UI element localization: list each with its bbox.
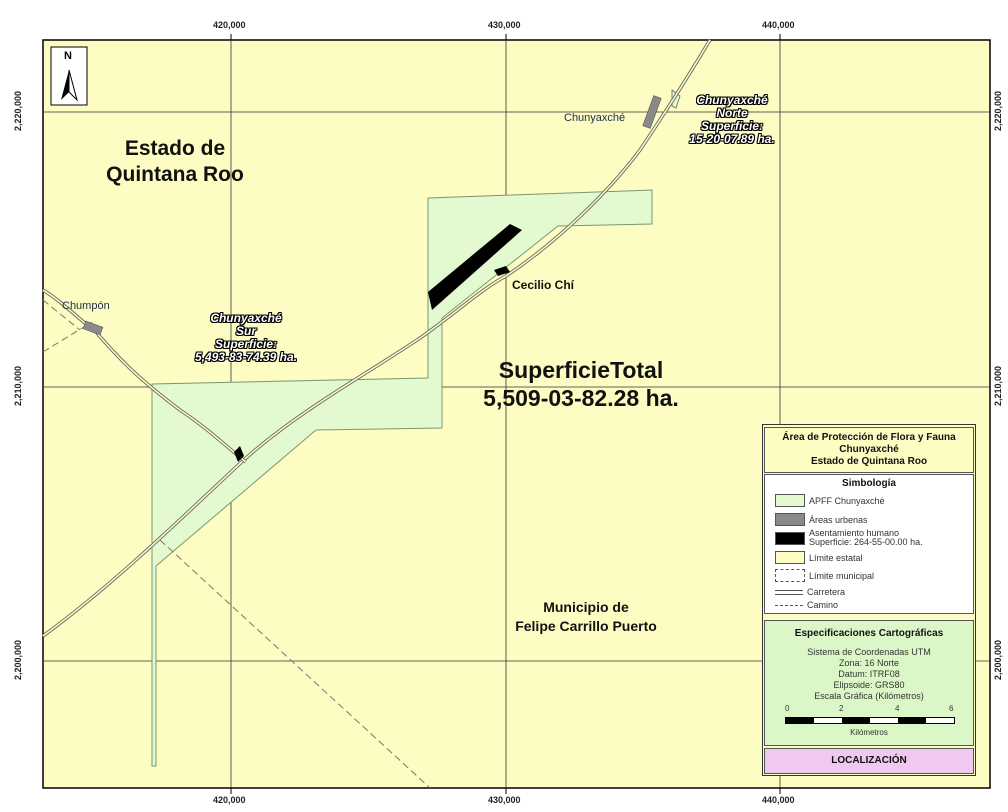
y-label-left-3: 2,200,000 (13, 639, 23, 681)
state-label: Estado de Quintana Roo (90, 136, 260, 188)
x-label-bottom-3: 440,000 (762, 795, 795, 805)
legend-item-apff: APFF Chunyaxché (775, 494, 885, 507)
y-label-left-2: 2,210,000 (13, 365, 23, 407)
total-surface-label: SuperficieTotal 5,509-03-82.28 ha. (456, 356, 706, 412)
swatch-municipal-limit (775, 569, 805, 582)
legend-title-line1: Área de Protección de Flora y Fauna (782, 432, 956, 443)
scale-unit: Kilómetros (850, 728, 888, 737)
spec-line-4: Elipsoide: GRS80 (833, 680, 905, 690)
simbologia-box: Simbología APFF Chunyaxché Áreas urbenas… (764, 474, 974, 614)
x-label-bottom-1: 420,000 (213, 795, 246, 805)
y-label-right-3: 2,200,000 (993, 639, 1003, 681)
legend-title-line3: Estado de Quintana Roo (810, 456, 928, 467)
swatch-settlement (775, 531, 805, 545)
x-label-top-2: 430,000 (488, 20, 521, 30)
legend-item-urban: Áreas urbenas (775, 513, 868, 526)
x-label-bottom-2: 430,000 (488, 795, 521, 805)
swatch-camino (775, 604, 803, 606)
north-letter: N (64, 50, 72, 62)
localizacion-box: LOCALIZACIÓN (764, 748, 974, 774)
specs-box: Especificaciones Cartográficas Sistema d… (764, 620, 974, 746)
y-label-right-1: 2,220,000 (993, 90, 1003, 132)
scale-bar (785, 717, 955, 724)
municipio-line1: Municipio de (543, 599, 629, 615)
spec-line-2: Zona: 16 Norte (838, 658, 900, 668)
place-cecilio-chi: Cecilio Chí (512, 278, 575, 292)
swatch-carretera (775, 589, 803, 595)
legend-title-box: Área de Protección de Flora y Fauna Chun… (764, 427, 974, 473)
spec-line-3: Datum: ITRF08 (838, 669, 900, 679)
localizacion-title: LOCALIZACIÓN (831, 755, 907, 766)
x-label-top-3: 440,000 (762, 20, 795, 30)
municipio-label: Municipio de Felipe Carrillo Puerto (486, 598, 686, 636)
legend-item-camino: Camino (775, 600, 838, 610)
place-chumpon: Chumpón (62, 300, 110, 312)
simbologia-title: Simbología (842, 478, 896, 489)
sur-surface-label: Chunyaxché Sur Superficie: 5,493-83-74.3… (194, 311, 298, 364)
legend-item-municipal-limit: Límite municipal (775, 569, 874, 582)
asentamiento-sur (234, 446, 244, 462)
asentamiento-humano (428, 224, 522, 310)
legend-item-carretera: Carretera (775, 587, 845, 597)
north-arrow-icon (61, 70, 69, 100)
urban-chumpon (82, 320, 104, 336)
state-label-line1: Estado de (124, 137, 226, 160)
asentamiento-cecilio (494, 266, 510, 276)
y-label-right-2: 2,210,000 (993, 365, 1003, 407)
municipio-line2: Felipe Carrillo Puerto (515, 618, 657, 634)
legend-title-line2: Chunyaxché (839, 444, 899, 455)
swatch-urban (775, 513, 805, 526)
total-title: SuperficieTotal (498, 357, 664, 383)
legend-item-state-limit: Límite estatal (775, 551, 863, 564)
carretera-roads (41, 39, 712, 638)
norte-surface-label: Chunyaxché Norte Superficie: 15-20-07.89… (689, 93, 775, 146)
apff-polygon (151, 189, 653, 767)
place-chunyaxche: Chunyaxché (564, 112, 626, 124)
x-label-top-1: 420,000 (213, 20, 246, 30)
swatch-state-limit (775, 551, 805, 564)
specs-title: Especificaciones Cartográficas (794, 628, 944, 639)
total-value: 5,509-03-82.28 ha. (483, 385, 679, 411)
swatch-apff (775, 494, 805, 507)
state-label-line2: Quintana Roo (106, 163, 244, 186)
spec-line-1: Sistema de Coordenadas UTM (807, 647, 931, 657)
y-label-left-1: 2,220,000 (13, 90, 23, 132)
north-arrow-box (50, 46, 88, 106)
spec-line-5: Escala Gráfica (Kilómetros) (814, 691, 924, 701)
frame-ticks (230, 34, 781, 794)
urban-chunyaxche (642, 95, 662, 129)
legend-panel: Área de Protección de Flora y Fauna Chun… (762, 424, 976, 776)
